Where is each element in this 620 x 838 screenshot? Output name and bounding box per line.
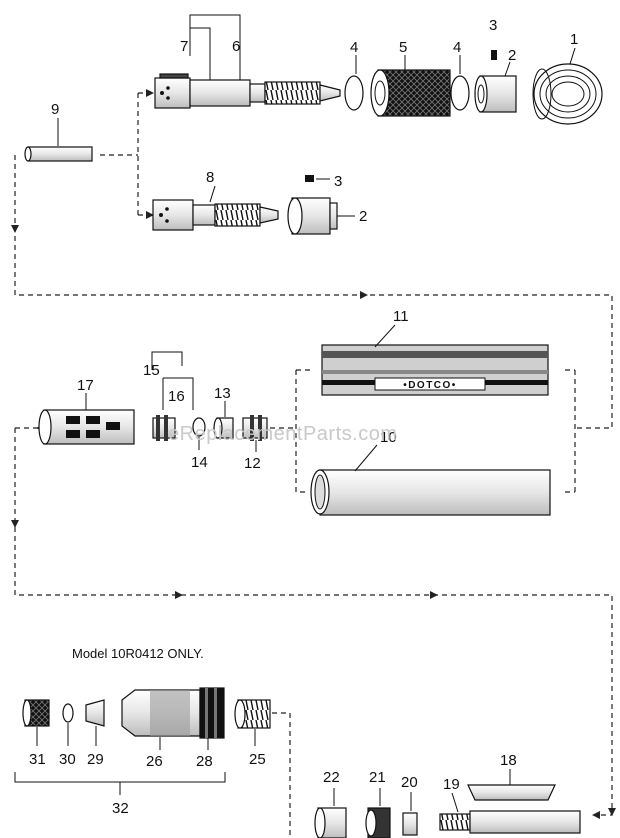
label-25: 25 [249,751,266,768]
part-14-washer [192,417,206,437]
part-4-oring-right [450,75,470,111]
part-9-pin [24,146,93,162]
label-22: 22 [323,769,340,786]
watermark: eReplacementParts.com [168,423,397,445]
brand-mark: •DOTCO• [403,380,457,391]
part-6-spindle [154,73,341,109]
label-3b: 3 [334,173,342,190]
part-10-tube [310,469,551,516]
label-10: 10 [380,429,397,446]
label-18: 18 [500,752,517,769]
label-32: 32 [112,800,129,817]
label-4a: 4 [350,39,358,56]
label-28: 28 [196,753,213,770]
part-21-bearing [365,807,391,838]
label-5: 5 [399,39,407,56]
label-31: 31 [29,751,46,768]
label-4b: 4 [453,39,461,56]
label-30: 30 [59,751,76,768]
part-8-spindle [152,199,279,231]
part-20-spacer [402,812,418,836]
label-8: 8 [206,169,214,186]
part-28-ring [199,687,225,739]
label-6: 6 [232,38,240,55]
part-5-knurled-collar [370,69,451,117]
label-21: 21 [369,769,386,786]
part-3-setscrew-second [305,175,314,182]
part-7-6-bracket [189,14,241,80]
part-1-spring [532,63,603,125]
part-3-setscrew-top [491,50,497,60]
label-12: 12 [244,455,261,472]
part-13-bearing [213,417,234,439]
part-30-ring [62,703,74,723]
part-12-gear [242,415,268,441]
part-31-nut [22,699,50,727]
part-11-grip-sleeve: •DOTCO• [321,344,549,396]
label-20: 20 [401,774,418,791]
label-19: 19 [443,776,460,793]
part-19-shaft [439,810,581,834]
label-2a: 2 [508,47,516,64]
label-29: 29 [87,751,104,768]
part-15-gear [152,415,176,441]
part-17-housing [38,409,135,445]
part-25-collar [234,699,271,729]
part-4-oring-left [344,75,364,111]
part-22-bearing [314,807,347,838]
part-29-cone [85,699,105,727]
model-note: Model 10R0412 ONLY. [72,646,204,661]
assembly-path-lines [14,92,613,838]
label-9: 9 [51,101,59,118]
label-2b: 2 [359,208,367,225]
part-18-blade [467,784,556,801]
label-13: 13 [214,385,231,402]
part-2-nut-second [287,197,338,235]
label-3a: 3 [489,17,497,34]
label-17: 17 [77,377,94,394]
part-2-nut-top [474,75,517,113]
label-16: 16 [168,388,185,405]
label-26: 26 [146,753,163,770]
group-32-bracket [14,772,226,795]
flow-arrows [11,89,616,819]
part-26-chuck-body [121,689,201,737]
label-1: 1 [570,31,578,48]
label-11: 11 [393,308,409,325]
label-15: 15 [143,362,160,379]
label-14: 14 [191,454,208,471]
label-7: 7 [180,38,188,55]
